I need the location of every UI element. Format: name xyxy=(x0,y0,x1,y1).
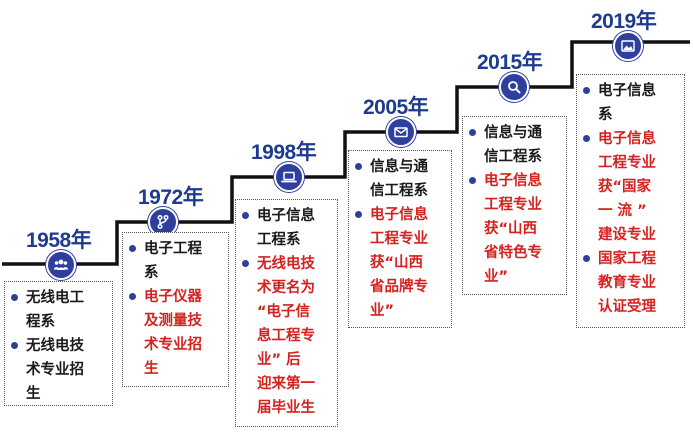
milestone-badge-2005 xyxy=(386,117,416,147)
milestone-card-2015: 信息与通 信工程系 电子信息 工程专业 获“山西 省特色专 业” xyxy=(462,116,567,295)
bullet-icon xyxy=(11,342,18,349)
bullet-icon xyxy=(11,294,18,301)
search-icon xyxy=(508,81,521,94)
item-text: 信息与通 信工程系 xyxy=(370,159,428,199)
list-item: 电子信息 工程系 xyxy=(240,204,331,252)
list-item: 无线电工 程系 xyxy=(9,286,106,334)
list-item: 电子工程 系 xyxy=(127,237,222,285)
year-label-1958: 1958年 xyxy=(26,229,92,252)
mail-icon xyxy=(394,127,408,138)
bullet-icon xyxy=(583,255,590,262)
bullet-icon xyxy=(469,129,476,136)
year-label-2019: 2019年 xyxy=(591,10,657,33)
item-text: 无线电工 程系 xyxy=(26,290,84,330)
list-item: 国家工程 教育专业 认证受理 xyxy=(581,247,678,319)
bullet-icon xyxy=(583,135,590,142)
year-label-2005: 2005年 xyxy=(363,96,429,119)
bullet-icon xyxy=(469,177,476,184)
people-icon xyxy=(53,259,69,270)
list-item: 电子信息 工程专业 获“山西 省品牌专 业” xyxy=(353,203,445,323)
milestone-badge-1958 xyxy=(46,250,76,280)
milestone-card-2005: 信息与通 信工程系 电子信息 工程专业 获“山西 省品牌专 业” xyxy=(348,150,452,328)
item-text: 电子信息 工程系 xyxy=(257,208,315,248)
milestone-badge-2019 xyxy=(613,31,643,61)
item-text: 电子信息 工程专业 获“国家 一 流 ” 建设专业 xyxy=(598,131,656,243)
item-text: 电子工程 系 xyxy=(144,241,202,281)
milestone-card-1972: 电子工程 系 电子仪器 及测量技 术专业招 生 xyxy=(122,232,229,387)
item-text: 电子信息 工程专业 获“山西 省特色专 业” xyxy=(484,173,542,285)
item-text: 电子仪器 及测量技 术专业招 生 xyxy=(144,289,202,377)
bullet-icon xyxy=(242,212,249,219)
bullet-icon xyxy=(242,260,249,267)
branch-icon xyxy=(157,214,169,230)
milestone-badge-2015 xyxy=(499,72,529,102)
milestone-badge-1998 xyxy=(274,162,304,192)
bullet-icon xyxy=(355,163,362,170)
image-icon xyxy=(621,40,635,52)
laptop-icon xyxy=(281,171,297,183)
list-item: 电子信息 系 xyxy=(581,79,678,127)
list-item: 无线电技 术更名为 “电子信 息工程专 业” 后 迎来第一 届毕业生 xyxy=(240,252,331,420)
milestone-card-1958: 无线电工 程系 无线电技 术专业招 生 xyxy=(4,281,113,406)
list-item: 电子信息 工程专业 获“山西 省特色专 业” xyxy=(467,169,560,289)
item-text: 国家工程 教育专业 认证受理 xyxy=(598,251,656,315)
year-label-1972: 1972年 xyxy=(138,186,204,209)
item-text: 电子信息 工程专业 获“山西 省品牌专 业” xyxy=(370,207,428,319)
list-item: 信息与通 信工程系 xyxy=(467,121,560,169)
list-item: 电子信息 工程专业 获“国家 一 流 ” 建设专业 xyxy=(581,127,678,247)
bullet-icon xyxy=(583,87,590,94)
item-text: 无线电技 术专业招 生 xyxy=(26,338,84,402)
year-label-1998: 1998年 xyxy=(251,141,317,164)
bullet-icon xyxy=(355,211,362,218)
item-text: 信息与通 信工程系 xyxy=(484,125,542,165)
list-item: 电子仪器 及测量技 术专业招 生 xyxy=(127,285,222,381)
list-item: 信息与通 信工程系 xyxy=(353,155,445,203)
list-item: 无线电技 术专业招 生 xyxy=(9,334,106,406)
milestone-card-1998: 电子信息 工程系 无线电技 术更名为 “电子信 息工程专 业” 后 迎来第一 届… xyxy=(235,199,338,427)
bullet-icon xyxy=(129,245,136,252)
bullet-icon xyxy=(129,293,136,300)
item-text: 无线电技 术更名为 “电子信 息工程专 业” 后 迎来第一 届毕业生 xyxy=(257,256,315,416)
item-text: 电子信息 系 xyxy=(598,83,656,123)
milestone-card-2019: 电子信息 系 电子信息 工程专业 获“国家 一 流 ” 建设专业 国家工程 教育… xyxy=(576,74,685,328)
year-label-2015: 2015年 xyxy=(477,51,543,74)
